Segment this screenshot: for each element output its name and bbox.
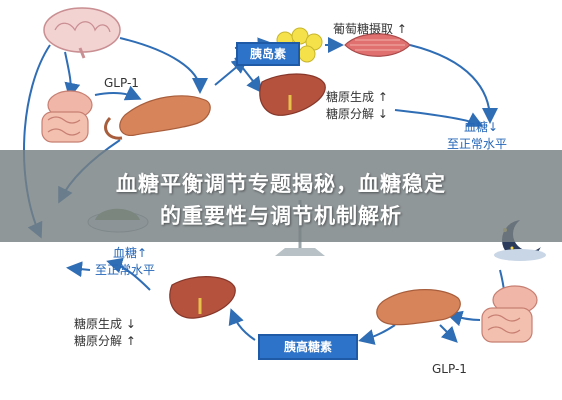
normal-level-label-bottom: 至正常水平 — [95, 263, 156, 277]
liver-icon-bottom — [169, 276, 236, 319]
glycogen-breakdown-down-label: 糖原分解 ↓ — [326, 107, 388, 121]
normal-level-label-top: 至正常水平 — [447, 137, 508, 151]
title-banner: 血糖平衡调节专题揭秘，血糖稳定 的重要性与调节机制解析 — [0, 150, 562, 242]
liver-icon-top — [259, 73, 326, 116]
arrow-glp1-bottom — [439, 324, 458, 343]
arrow-left-end — [66, 261, 91, 278]
intestine-icon — [41, 90, 93, 143]
arrow-muscle-down — [409, 44, 498, 124]
muscle-icon — [344, 33, 411, 57]
arrow-pancreas-glucagon — [358, 324, 396, 345]
blood-sugar-drop-label: 血糖↓ — [464, 120, 499, 134]
brain-icon — [43, 7, 121, 59]
blood-sugar-rise-label: 血糖↑ — [113, 246, 148, 260]
arrow-glucagon-liver — [228, 308, 256, 341]
arrow-gut-pancreas — [94, 85, 142, 101]
glp1-label-bottom: GLP-1 — [432, 362, 467, 376]
banner-title-line-1: 血糖平衡调节专题揭秘，血糖稳定 — [116, 172, 446, 196]
glycogen-breakdown-up-label: 糖原分解 ↑ — [74, 334, 136, 348]
glycogen-synthesis-up-label: 糖原生成 ↑ — [326, 90, 388, 104]
pancreas-icon-bottom — [376, 289, 461, 326]
intestine-icon-bottom — [481, 285, 538, 343]
arrow-brain-gut — [64, 51, 81, 99]
glucagon-box: 胰高糖素 — [258, 334, 358, 360]
insulin-box: 胰岛素 — [236, 42, 300, 66]
banner-title-line-2: 的重要性与调节机制解析 — [160, 204, 402, 228]
glucose-uptake-label: 葡萄糖摄取 ↑ — [333, 22, 407, 36]
arrow-liver-right — [394, 109, 484, 127]
arrow-gut-pancreas2 — [446, 310, 481, 327]
pancreas-icon — [104, 95, 211, 140]
arrow-liver-left — [106, 257, 151, 291]
glp1-label-top: GLP-1 — [104, 76, 139, 90]
arrow-brain-pancreas — [119, 37, 208, 94]
glycogen-synthesis-down-label: 糖原生成 ↓ — [74, 317, 136, 331]
